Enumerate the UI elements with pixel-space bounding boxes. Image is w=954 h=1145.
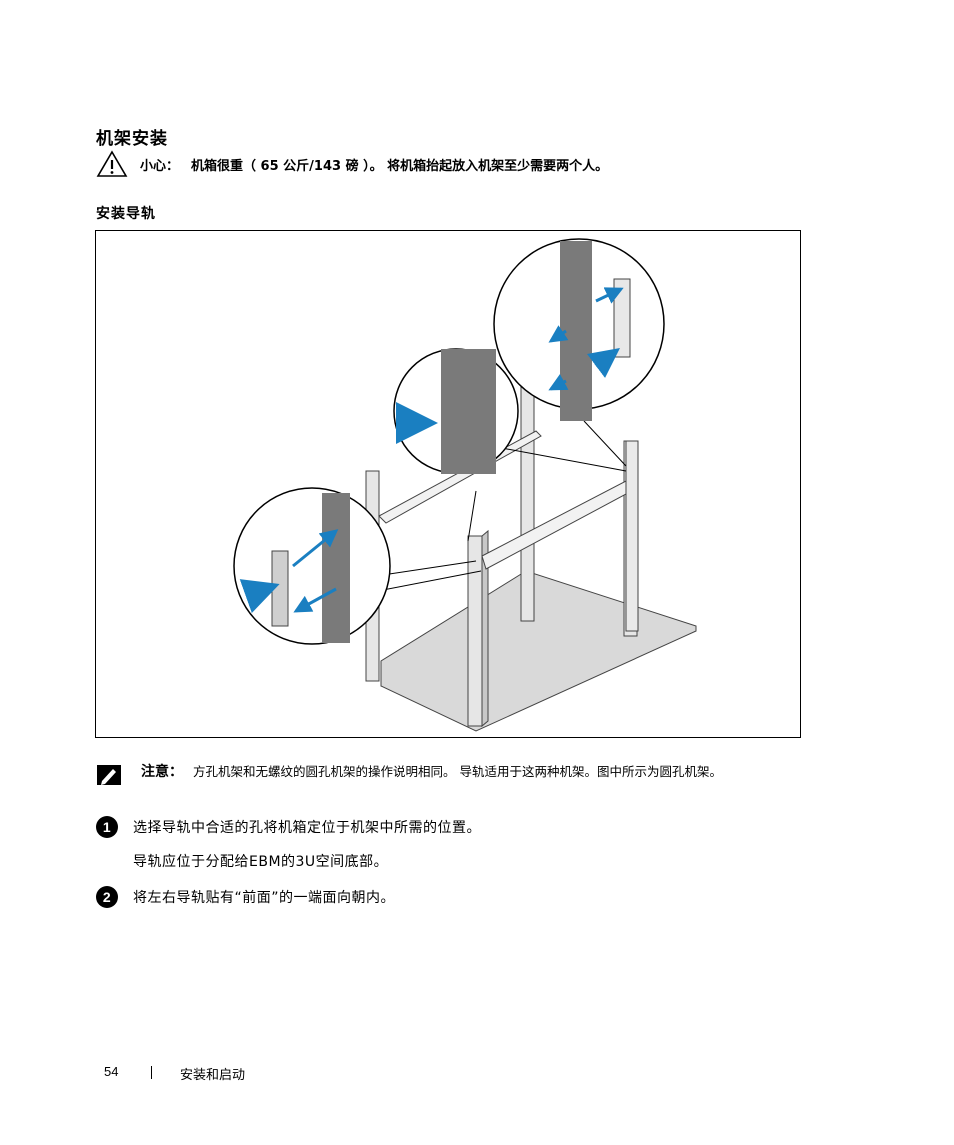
step-1: 1 选择导轨中合适的孔将机箱定位于机架中所需的位置。 — [96, 816, 481, 838]
page-number: 54 — [104, 1064, 119, 1079]
warning-triangle-icon — [96, 150, 128, 177]
footer-section-title: 安装和启动 — [180, 1068, 246, 1083]
pencil-note-icon — [97, 765, 121, 785]
step-text: 将左右导轨贴有“前面”的一端面向朝内。 — [133, 890, 396, 906]
step-1-detail: 导轨应位于分配给EBM的3U空间底部。 — [133, 854, 389, 870]
caution-text: 机箱很重（ 65 公斤/143 磅 ）。 将机箱抬起放入机架至少需要两个人。 — [191, 158, 609, 174]
footer-divider — [151, 1066, 152, 1079]
note-box: 注意： 方孔机架和无螺纹的圆孔机架的操作说明相同。 导轨适用于这两种机架。图中所示… — [96, 762, 746, 785]
note-text: 方孔机架和无螺纹的圆孔机架的操作说明相同。 导轨适用于这两种机架。图中所示为圆孔… — [193, 764, 722, 779]
caution-notice: 小心： 机箱很重（ 65 公斤/143 磅 ）。 将机箱抬起放入机架至少需要两个… — [96, 150, 608, 178]
rack-illustration — [233, 238, 697, 732]
caution-label: 小心： — [140, 158, 180, 174]
step-number-badge: 1 — [96, 816, 118, 838]
step-text: 选择导轨中合适的孔将机箱定位于机架中所需的位置。 — [133, 820, 481, 836]
section-title: 机架安装 — [96, 129, 168, 149]
step-2: 2 将左右导轨贴有“前面”的一端面向朝内。 — [96, 886, 395, 908]
rail-installation-figure — [95, 230, 801, 738]
step-number-badge: 2 — [96, 886, 118, 908]
sub-title: 安装导轨 — [96, 206, 156, 222]
note-label: 注意： — [141, 764, 183, 780]
